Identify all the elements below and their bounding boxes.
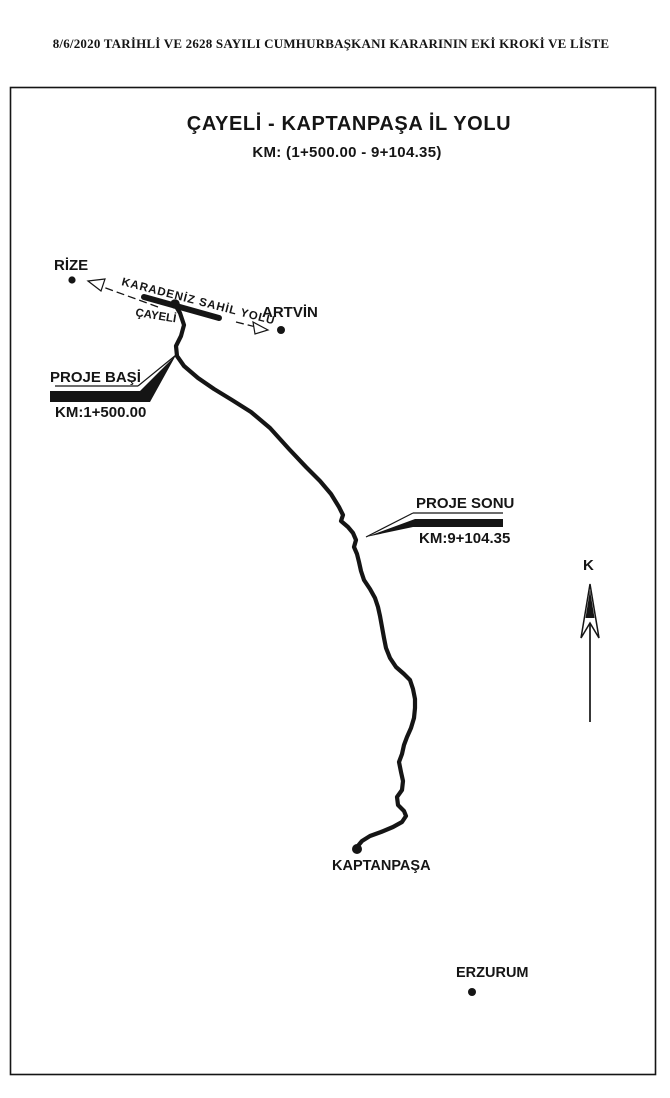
rize-arrowhead-icon	[86, 278, 106, 292]
project-start-km: KM:1+500.00	[55, 404, 146, 421]
erzurum-city-dot	[468, 988, 476, 996]
rize-direction-line	[102, 286, 159, 308]
project-start-leader-diagonal	[137, 354, 177, 387]
decree-header: 8/6/2020 TARİHLİ VE 2628 SAYILI CUMHURBA…	[53, 36, 610, 51]
kaptanpasa-label: KAPTANPAŞA	[332, 858, 431, 874]
project-road-path	[171, 300, 418, 850]
map-km-range: KM: (1+500.00 - 9+104.35)	[252, 144, 441, 161]
project-end-km: KM:9+104.35	[419, 530, 510, 547]
coastal-road-line	[141, 294, 222, 321]
artvin-arrowhead-icon	[252, 320, 270, 335]
artvin-label: ARTVİN	[262, 304, 318, 321]
project-start-wedge-icon	[50, 355, 176, 402]
project-end-wedge-icon	[366, 519, 503, 537]
project-start-callout: PROJE BAŞİ KM:1+500.00	[50, 354, 177, 421]
kaptanpasa-end-dot	[352, 844, 362, 854]
north-arrowhead-core	[585, 590, 595, 618]
project-end-label: PROJE SONU	[416, 495, 514, 512]
project-end-callout: PROJE SONU KM:9+104.35	[365, 495, 514, 547]
project-end-leader-diagonal	[365, 512, 414, 538]
artvin-direction-line	[235, 321, 257, 328]
north-arrow-icon: K	[580, 557, 600, 722]
map-title: ÇAYELİ - KAPTANPAŞA İL YOLU	[187, 112, 511, 135]
map-frame	[9, 86, 657, 1076]
cayeli-label: ÇAYELİ	[135, 306, 178, 325]
project-start-label: PROJE BAŞİ	[50, 369, 141, 386]
erzurum-label: ERZURUM	[456, 965, 529, 981]
artvin-city-dot	[277, 326, 285, 334]
north-label: K	[583, 557, 594, 574]
rize-label: RİZE	[54, 257, 88, 274]
rize-city-dot	[68, 276, 76, 284]
